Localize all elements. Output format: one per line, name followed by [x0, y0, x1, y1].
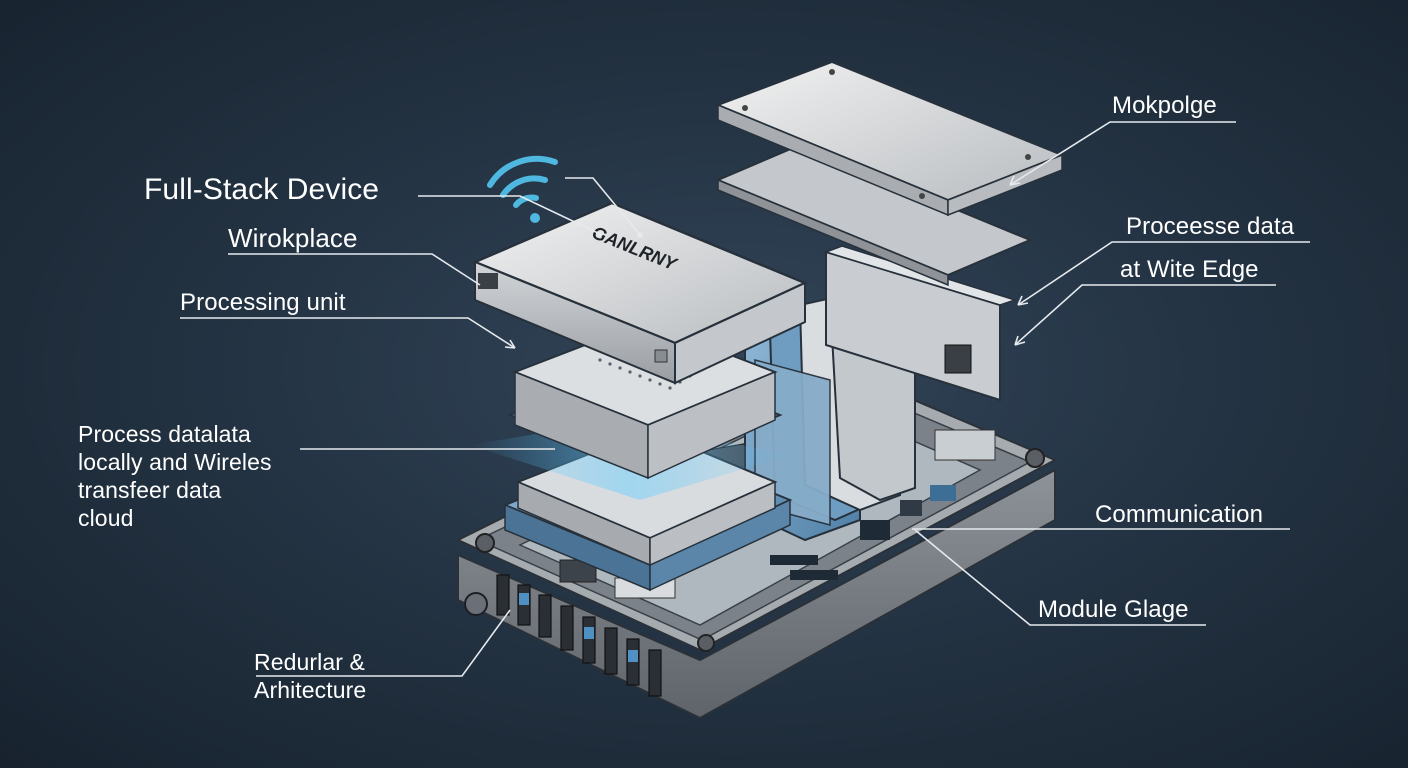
leader-module-glage: [914, 529, 1206, 626]
top-device-box: GANLRNY: [471, 201, 809, 385]
leader-full-stack-device-end: [597, 231, 603, 237]
label-processe-data: Proceesse data: [1126, 213, 1295, 240]
processor-stack: [470, 320, 793, 592]
leader-device-top: [565, 177, 641, 236]
leader-rear-architecture: [256, 609, 511, 677]
leader-wite-edge: [1014, 284, 1276, 346]
label-module-glage: Module Glage: [1038, 596, 1189, 623]
label-processing-unit: Processing unit: [180, 289, 346, 316]
label-mokpolge: Mokpolge: [1112, 92, 1217, 119]
label-wite-edge: at Wite Edge: [1120, 256, 1259, 283]
leader-lines: [180, 121, 1310, 677]
leader-processing-unit: [180, 317, 516, 349]
label-process-data: Process datalata locally and Wireles tra…: [78, 421, 272, 531]
leader-processe-data: [1017, 241, 1310, 306]
label-full-stack-device: Full-Stack Device: [144, 173, 380, 206]
label-workplace: Wirokplace: [228, 223, 358, 253]
top-cover-plates: [715, 60, 1065, 287]
rear-upright-panel: [823, 245, 1018, 402]
leader-workplace: [228, 253, 481, 286]
leader-mokpolge: [1009, 121, 1236, 186]
wifi-signal-icon: [487, 155, 558, 223]
label-communication: Communication: [1095, 501, 1264, 528]
label-rear-architecture: Redurlar & Arhitecture: [254, 649, 367, 703]
leader-full-stack-device: [418, 195, 601, 235]
